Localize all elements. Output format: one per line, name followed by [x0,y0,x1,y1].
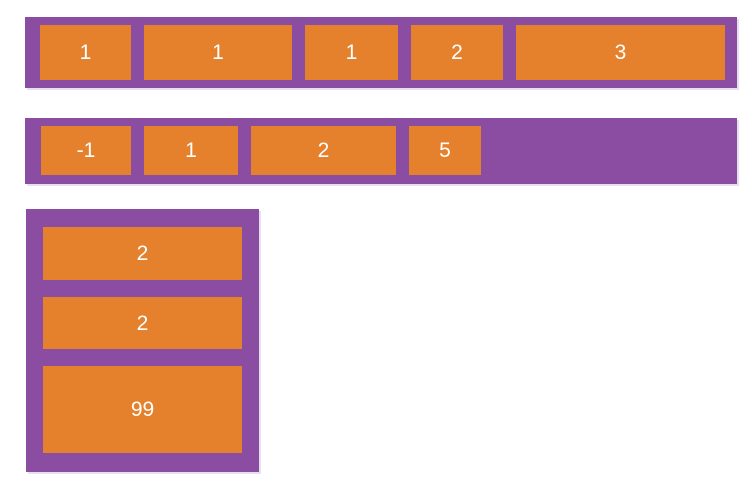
flex-item: 2 [411,25,503,80]
flex-container-row-2: -1 1 2 5 [25,118,737,184]
flex-container-column-1: 2 2 99 [26,209,259,472]
flex-item: 99 [43,366,242,453]
flex-item: 1 [40,25,131,80]
flex-item: 2 [43,227,242,280]
flex-item: 2 [251,126,396,175]
flex-item: 2 [43,297,242,349]
flex-container-row-1: 1 1 1 2 3 [25,17,737,88]
flex-item: 1 [305,25,398,80]
flex-item: 1 [144,25,292,80]
flex-item: 1 [144,126,238,175]
flex-item: 5 [409,126,481,175]
flex-item: 3 [516,25,725,80]
flex-item: -1 [41,126,131,175]
